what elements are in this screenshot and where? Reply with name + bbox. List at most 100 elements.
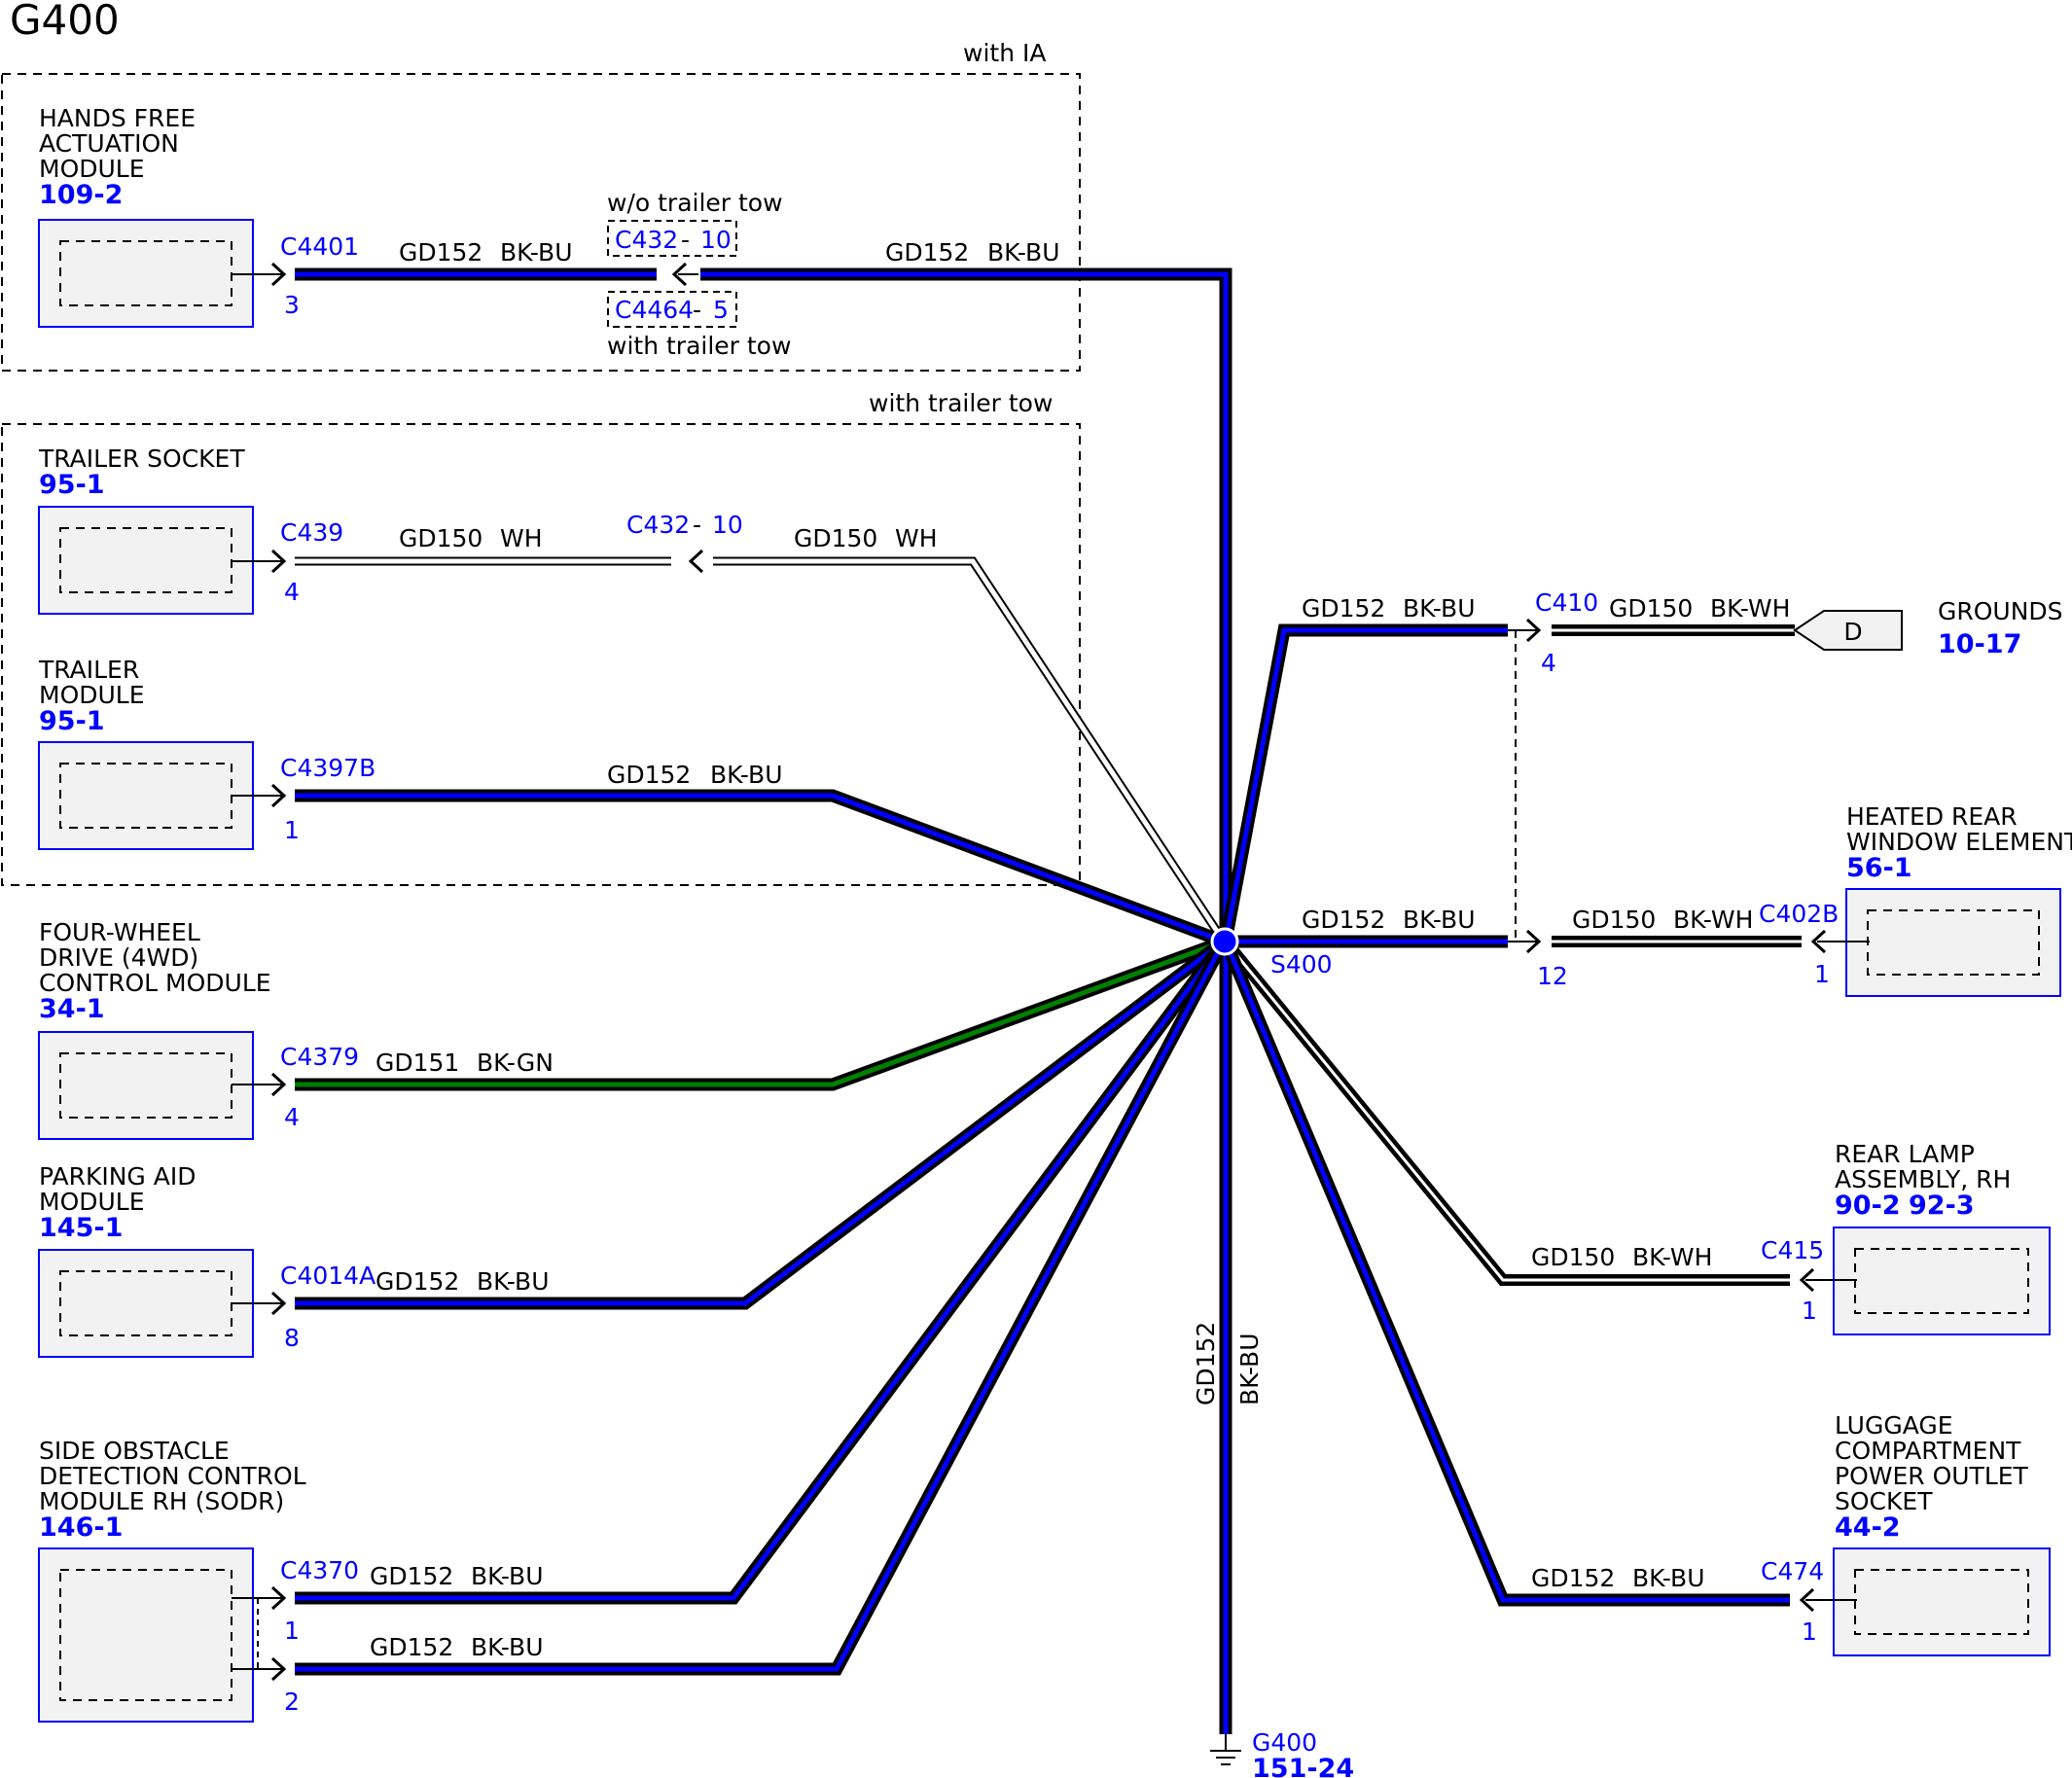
heated-rear-name-1: HEATED REAR: [1846, 802, 2018, 831]
trailer-socket-wire-circuit-2: GD150: [794, 524, 877, 552]
sodr-wire2-color: BK-BU: [471, 1633, 544, 1661]
trailer-socket-wire-color: WH: [500, 524, 543, 552]
splice-label: S400: [1270, 950, 1333, 978]
ground-wire-color: BK-BU: [1235, 1334, 1264, 1406]
hands-free-wire-circuit-2: GD152: [885, 238, 969, 267]
rear-lamp-ref-2[interactable]: 92-3: [1909, 1191, 1975, 1221]
trailer-module-wire-color: BK-BU: [710, 761, 783, 789]
module-parking-aid: [38, 1249, 254, 1358]
trailer-module-connector[interactable]: C4397B: [280, 754, 375, 782]
with-trailer-tow-box: [1, 423, 1081, 886]
c432-mid-pin: 10: [712, 511, 743, 539]
trailer-module-ref[interactable]: 95-1: [39, 706, 105, 736]
grounds-ref[interactable]: 10-17: [1938, 629, 2021, 659]
hands-free-wire-color-2: BK-BU: [987, 238, 1060, 267]
sodr-connector[interactable]: C4370: [280, 1556, 359, 1584]
heated-rear-pin: 1: [1814, 960, 1830, 988]
parking-aid-connector[interactable]: C4014A: [280, 1262, 375, 1290]
rear-lamp-wire-color: BK-WH: [1632, 1243, 1712, 1271]
wo-trailer-tow-label: w/o trailer tow: [607, 189, 783, 217]
luggage-wire-color: BK-BU: [1632, 1564, 1705, 1592]
trailer-module-pin: 1: [284, 816, 300, 844]
rear-lamp-name-2: ASSEMBLY, RH: [1835, 1165, 2011, 1193]
wire-c410-upper: [1219, 623, 1508, 943]
wire-parking-aid: [295, 936, 1228, 1310]
hands-free-connector[interactable]: C4401: [280, 232, 359, 261]
4wd-name-1: FOUR-WHEEL: [39, 918, 200, 946]
c4464-connector[interactable]: C4464: [615, 296, 694, 324]
luggage-wire-circuit: GD152: [1531, 1564, 1615, 1592]
parking-aid-name-1: PARKING AID: [39, 1162, 196, 1191]
grounds-wire-circuit: GD150: [1609, 594, 1693, 622]
hands-free-wire-color: BK-BU: [500, 238, 573, 267]
wire-sodr-2: [295, 938, 1230, 1676]
sodr-name-2: DETECTION CONTROL: [39, 1462, 306, 1490]
4wd-wire-color: BK-GN: [477, 1049, 554, 1077]
module-trailer-module: [38, 741, 254, 850]
c410-connector[interactable]: C410: [1535, 588, 1598, 617]
module-rear-lamp: [1833, 1227, 2051, 1335]
luggage-name-3: POWER OUTLET: [1835, 1462, 2029, 1490]
with-ia-box: [1, 73, 1081, 372]
hands-free-pin: 3: [284, 291, 300, 319]
rear-lamp-wire-circuit: GD150: [1531, 1243, 1615, 1271]
parking-aid-ref[interactable]: 145-1: [39, 1213, 123, 1243]
with-trailer-tow-box-label: with trailer tow: [869, 389, 1053, 417]
luggage-name-4: SOCKET: [1835, 1487, 1933, 1515]
ground-wire-circuit: GD152: [1192, 1322, 1220, 1405]
wire-sodr-1: [295, 938, 1230, 1605]
rear-lamp-ref-1[interactable]: 90-2: [1835, 1191, 1901, 1221]
4wd-pin: 4: [284, 1103, 300, 1131]
c4464-box: [607, 291, 737, 328]
c432-mid-connector[interactable]: C432: [626, 511, 690, 539]
sodr-ref[interactable]: 146-1: [39, 1512, 123, 1543]
hands-free-ref[interactable]: 109-2: [39, 180, 123, 210]
grounds-tag[interactable]: [1793, 610, 1903, 651]
heated-wire-color: BK-WH: [1673, 906, 1753, 934]
with-trailer-tow-label: with trailer tow: [607, 332, 791, 360]
c432-top-pin: 10: [700, 226, 732, 254]
rear-lamp-connector[interactable]: C415: [1761, 1236, 1824, 1264]
module-sodr: [38, 1547, 254, 1723]
trailer-socket-pin: 4: [284, 578, 300, 606]
hands-free-name-1: HANDS FREE: [39, 104, 196, 132]
wire-luggage: [1220, 939, 1790, 1607]
parking-aid-name-2: MODULE: [39, 1188, 145, 1216]
c410-lower-wire-circuit: GD152: [1302, 906, 1385, 934]
wire-trailer-socket-right: [713, 556, 1228, 944]
4wd-name-2: DRIVE (4WD): [39, 943, 198, 972]
sodr-pin-1: 1: [284, 1617, 300, 1645]
splice-s400: [1210, 927, 1239, 956]
parking-aid-pin: 8: [284, 1324, 300, 1352]
trailer-module-wire-circuit: GD152: [607, 761, 691, 789]
hands-free-name-2: ACTUATION: [39, 129, 179, 158]
sodr-wire1-color: BK-BU: [471, 1562, 544, 1590]
heated-rear-connector[interactable]: C402B: [1759, 900, 1839, 928]
c410-lower-wire-color: BK-BU: [1403, 906, 1476, 934]
trailer-module-name-2: MODULE: [39, 681, 145, 709]
heated-rear-ref[interactable]: 56-1: [1846, 853, 1912, 883]
trailer-socket-wire-circuit: GD150: [399, 524, 482, 552]
4wd-connector[interactable]: C4379: [280, 1043, 359, 1071]
c410-pin-4: 4: [1541, 649, 1556, 677]
parking-aid-wire-circuit: GD152: [375, 1267, 459, 1296]
c410-upper-wire-circuit: GD152: [1302, 594, 1385, 622]
sodr-pin-2: 2: [284, 1688, 300, 1716]
c432-top-connector[interactable]: C432: [615, 226, 678, 254]
4wd-ref[interactable]: 34-1: [39, 994, 105, 1024]
trailer-socket-name: TRAILER SOCKET: [38, 444, 245, 473]
module-4wd: [38, 1031, 254, 1140]
4wd-name-3: CONTROL MODULE: [39, 969, 271, 997]
wire-trailer-module: [295, 789, 1227, 948]
trailer-socket-connector[interactable]: C439: [280, 518, 343, 547]
heated-wire-circuit: GD150: [1572, 906, 1656, 934]
c4464-pin: 5: [713, 296, 729, 324]
rear-lamp-pin: 1: [1802, 1297, 1817, 1325]
luggage-connector[interactable]: C474: [1761, 1557, 1824, 1585]
grounds-wire-color: BK-WH: [1710, 594, 1790, 622]
luggage-pin: 1: [1802, 1618, 1817, 1646]
ground-name: G400: [1252, 1728, 1317, 1757]
trailer-socket-ref[interactable]: 95-1: [39, 470, 105, 500]
luggage-ref[interactable]: 44-2: [1835, 1512, 1901, 1543]
